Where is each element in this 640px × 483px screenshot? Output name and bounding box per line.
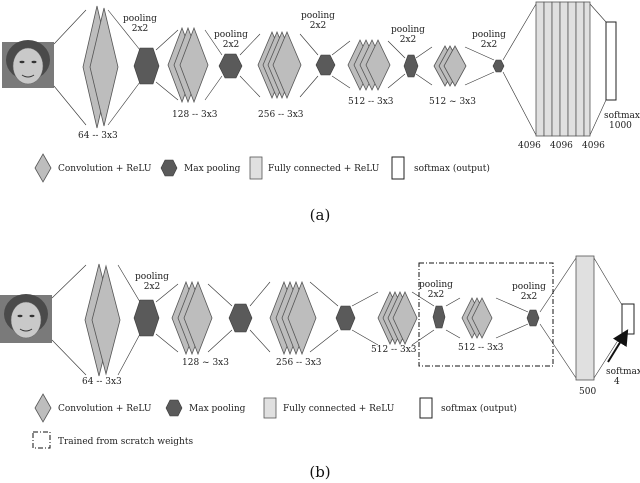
softmax-label: 4: [614, 377, 620, 387]
pool-4: [432, 305, 446, 329]
softmax-arrow: [607, 329, 629, 363]
conv-label: 512 -- 3x3: [458, 343, 504, 353]
softmax-label: softmax: [604, 111, 640, 121]
conv-block-3: [269, 280, 317, 356]
conv-block-3: [257, 30, 302, 100]
pool-3: [315, 54, 336, 76]
pool-5: [492, 59, 505, 73]
connector-lines: [53, 3, 607, 136]
conv-label: 256 -- 3x3: [258, 110, 304, 120]
legend-scratch-label: Trained from scratch weights: [58, 437, 193, 447]
conv-label: 64 -- 3x3: [82, 377, 122, 387]
legend-conv-label: Convolution + ReLU: [58, 164, 152, 174]
fc-label: 4096: [518, 141, 541, 151]
pool-1: [133, 47, 160, 85]
conv-block-1: [84, 263, 121, 377]
conv-block-4: [377, 291, 418, 345]
conv-label: 512 -- 3x3: [348, 97, 394, 107]
input-face-image: [0, 294, 52, 343]
input-face-image: [2, 40, 54, 88]
connector-lines: [51, 257, 623, 379]
conv-block-2: [167, 26, 209, 104]
softmax-label: 1000: [609, 121, 632, 131]
legend-a: Convolution + ReLU Max pooling Fully con…: [34, 153, 490, 183]
conv-label: 512 ~ 3x3: [429, 97, 476, 107]
caption-a: (a): [310, 206, 331, 224]
conv-label: 256 -- 3x3: [276, 358, 322, 368]
softmax-label: softmax: [606, 367, 640, 377]
legend-fc-label: Fully connected + ReLU: [268, 164, 380, 174]
conv-label: 64 -- 3x3: [78, 131, 118, 141]
legend-pool-label: Max pooling: [184, 164, 241, 174]
conv-block-2: [171, 280, 213, 356]
pool-4: [403, 54, 419, 78]
fc-label: 4096: [550, 141, 573, 151]
scratch-weights-box: [418, 262, 554, 367]
pool-2: [228, 303, 253, 333]
conv-labels-b: 64 -- 3x3 128 ~ 3x3 256 -- 3x3 512 -- 3x…: [82, 343, 504, 387]
softmax-output: [621, 303, 635, 335]
pool-3: [335, 305, 356, 331]
conv-block-4: [347, 39, 391, 91]
legend-pool-label: Max pooling: [189, 404, 246, 414]
caption-b: (b): [309, 463, 330, 481]
conv-block-5: [433, 45, 467, 87]
fc-layer: [575, 255, 595, 381]
fc-label: 500: [579, 387, 596, 397]
legend-softmax-label: softmax (output): [441, 403, 517, 414]
softmax-output: [605, 21, 617, 101]
pool-5: [526, 309, 540, 327]
fc-label: 4096: [582, 141, 605, 151]
conv-labels-a: 64 -- 3x3 128 -- 3x3 256 -- 3x3 512 -- 3…: [78, 97, 476, 141]
legend-softmax-label: softmax (output): [414, 163, 490, 174]
legend-fc-label: Fully connected + ReLU: [283, 404, 395, 414]
fc-labels-a: 4096 4096 4096 softmax 1000: [518, 111, 640, 151]
fc-layers: [535, 1, 591, 137]
conv-label: 512 -- 3x3: [371, 345, 417, 355]
legend-conv-label: Convolution + ReLU: [58, 404, 152, 414]
conv-label: 128 ~ 3x3: [182, 358, 229, 368]
conv-block-5: [461, 297, 493, 339]
conv-label: 128 -- 3x3: [172, 110, 218, 120]
pool-2: [218, 53, 243, 79]
legend-b: Convolution + ReLU Max pooling Fully con…: [32, 393, 517, 449]
pool-1: [133, 299, 160, 337]
conv-block-1: [82, 5, 119, 129]
